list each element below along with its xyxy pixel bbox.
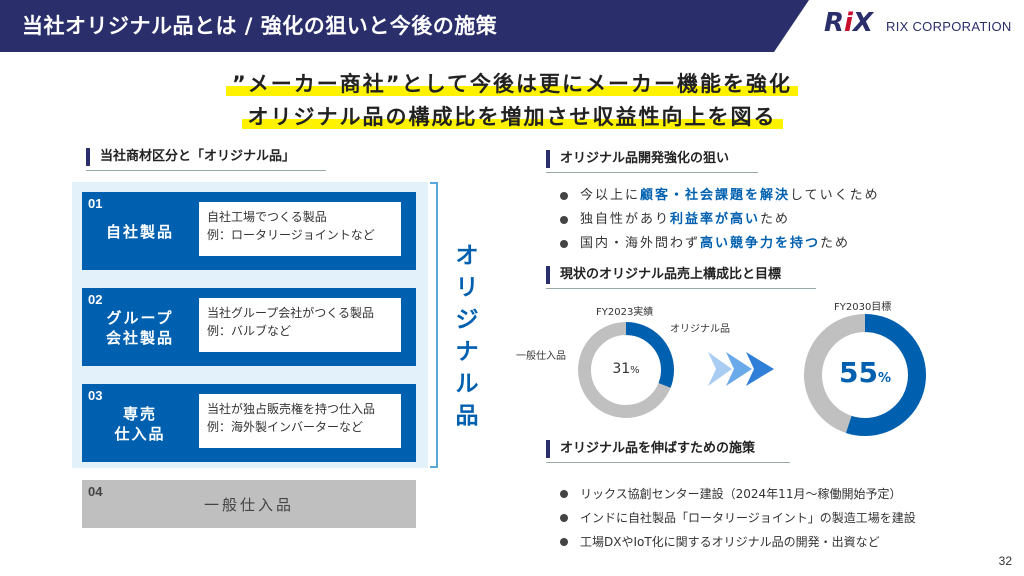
category-description: 当社が独占販売権を持つ仕入品例：海外製インバーターなど (199, 394, 401, 448)
category-name-line-2: 会社製品 (105, 329, 174, 347)
triple-arrow-icon (708, 352, 774, 386)
original-products-vertical-label: オリジナル品 (455, 243, 479, 429)
category-name-line-1: グループ (106, 309, 174, 327)
category-name-line-1: 自社製品 (105, 223, 174, 241)
donut-chart-target (804, 314, 926, 436)
target-ratio-value: 55 (839, 356, 878, 389)
aim-emphasis: 顧客・社会課題を解決 (640, 188, 791, 203)
aim-text: 国内・海外問わず (580, 236, 701, 251)
section-title-measures: オリジナル品を伸ばすための施策 (546, 440, 755, 458)
section-title-aims: オリジナル品開発強化の狙い (546, 150, 729, 168)
donut-chart-current (578, 322, 674, 418)
category-desc-line-1: 自社工場でつくる製品 (207, 210, 327, 224)
category-03: 03 専売仕入品 当社が独占販売権を持つ仕入品例：海外製インバーターなど (82, 384, 416, 462)
category-number: 04 (88, 484, 103, 499)
page-title: 当社オリジナル品とは / 強化の狙いと今後の施策 (22, 14, 498, 38)
logo-letter-i: i (844, 8, 853, 38)
donut-segment-original (578, 322, 674, 418)
list-item: 工場DXやIoT化に関するオリジナル品の開発・出資など (558, 530, 916, 554)
logo-text: RIX CORPORATION (886, 19, 1012, 34)
section-underline (546, 462, 790, 463)
current-ratio-value: 31 (612, 361, 631, 377)
list-item: 国内・海外問わず高い競争力を持つため (558, 232, 880, 256)
category-02: 02 グループ会社製品 当社グループ会社がつくる製品例：バルブなど (82, 288, 416, 366)
aim-text: していくため (790, 188, 880, 203)
headline-line-1-text: ”メーカー商社”として今後は更にメーカー機能を強化 (226, 72, 798, 96)
category-description: 自社工場でつくる製品例：ロータリージョイントなど (199, 202, 401, 256)
category-desc-line-1: 当社が独占販売権を持つ仕入品 (207, 402, 376, 416)
list-item: インドに自社製品「ロータリージョイント」の製造工場を建設 (558, 506, 916, 530)
category-name: 一般仕入品 (203, 496, 294, 514)
measures-list: リックス協創センター建設（2024年11月～稼働開始予定） インドに自社製品「ロ… (558, 482, 916, 554)
category-name: 自社製品 (88, 222, 192, 242)
section-underline (546, 172, 758, 173)
general-label: 一般仕入品 (516, 351, 566, 362)
bracket-divider (430, 182, 438, 468)
aim-text: 独自性があり (580, 212, 671, 227)
original-label: オリジナル品 (670, 324, 730, 335)
headline-line-2-text: オリジナル品の構成比を増加させ収益性向上を図る (241, 105, 783, 129)
section-title-categories: 当社商材区分と「オリジナル品」 (86, 148, 295, 166)
section-title-ratio: 現状のオリジナル品売上構成比と目標 (546, 266, 781, 284)
category-name: 専売仕入品 (88, 404, 192, 444)
category-name: グループ会社製品 (88, 308, 192, 348)
category-desc-line-1: 当社グループ会社がつくる製品 (207, 306, 375, 320)
category-number: 01 (88, 196, 103, 211)
rix-logo-mark: RiX (824, 8, 873, 38)
fy2030-label: FY2030目標 (834, 302, 892, 313)
aim-emphasis: 高い競争力を持つ (700, 236, 821, 251)
list-item: 今以上に顧客・社会課題を解決していくため (558, 184, 880, 208)
target-ratio-text: 55% (804, 356, 926, 389)
page-number: 32 (998, 554, 1012, 568)
aim-emphasis: 利益率が高い (670, 212, 761, 227)
list-item: リックス協創センター建設（2024年11月～稼働開始予定） (558, 482, 916, 506)
aims-list: 今以上に顧客・社会課題を解決していくため 独自性があり利益率が高いため 国内・海… (558, 184, 880, 256)
category-desc-line-2: 例：バルブなど (207, 324, 292, 338)
category-number: 03 (88, 388, 103, 403)
category-desc-line-2: 例：ロータリージョイントなど (207, 228, 375, 242)
section-underline (546, 288, 816, 289)
category-name-line-2: 仕入品 (114, 425, 166, 443)
logo-letter-r: R (824, 8, 845, 38)
category-number: 02 (88, 292, 103, 307)
fy2023-label: FY2023実績 (596, 307, 654, 318)
logo-area: RiX RIX CORPORATION (774, 0, 1024, 52)
logo-letter-x: X (852, 8, 873, 38)
current-ratio-unit: % (630, 365, 640, 376)
donut-segment-original (804, 314, 926, 436)
category-description: 当社グループ会社がつくる製品例：バルブなど (199, 298, 401, 352)
header-bar: 当社オリジナル品とは / 強化の狙いと今後の施策 RiX RIX CORPORA… (0, 0, 1024, 52)
current-ratio-text: 31% (578, 358, 674, 377)
category-01: 01 自社製品 自社工場でつくる製品例：ロータリージョイントなど (82, 192, 416, 270)
aim-text: ため (820, 236, 851, 251)
section-underline (86, 170, 326, 171)
aim-text: ため (760, 212, 791, 227)
category-name-line-1: 専売 (122, 405, 157, 423)
headline-line-1: ”メーカー商社”として今後は更にメーカー機能を強化 (0, 68, 1024, 98)
list-item: 独自性があり利益率が高いため (558, 208, 880, 232)
aim-text: 今以上に (580, 188, 641, 203)
category-04: 04 一般仕入品 (82, 480, 416, 528)
headline-line-2: オリジナル品の構成比を増加させ収益性向上を図る (0, 101, 1024, 131)
category-desc-line-2: 例：海外製インバーターなど (207, 420, 364, 434)
target-ratio-unit: % (877, 371, 891, 386)
